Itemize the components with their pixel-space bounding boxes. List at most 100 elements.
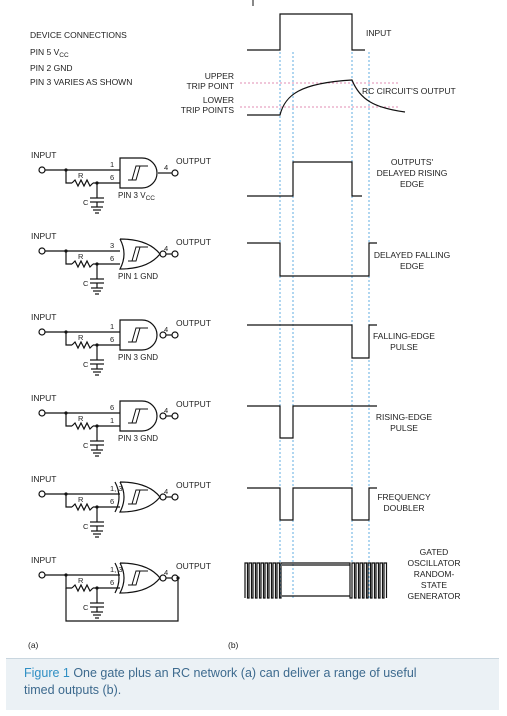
caption-figure-label: Figure 1 [24, 666, 70, 680]
pin3-note: PIN 3 VARIES AS SHOWN [30, 77, 132, 87]
wave-label: PULSE [390, 423, 418, 433]
output-label: OUTPUT [176, 318, 211, 328]
wave-label: DOUBLER [383, 503, 424, 513]
resistor [71, 259, 94, 269]
wave-label: DELAYED FALLING [374, 250, 450, 260]
pin-a-label: 1 [110, 322, 114, 331]
output-pin-label: 4 [164, 163, 168, 172]
output-label: OUTPUT [176, 237, 211, 247]
upper-label-2: TRIP POINT [186, 81, 234, 91]
input-label: INPUT [31, 312, 57, 322]
caption-line-2: timed outputs (b). [24, 683, 122, 697]
gate-xor-arc [114, 562, 120, 594]
gate-3 [119, 400, 167, 432]
output-waveform-2 [247, 324, 377, 359]
schmitt-symbol [128, 246, 148, 262]
input-terminal [38, 247, 46, 255]
output-pin-label: 4 [164, 406, 168, 415]
rc-output-label: RC CIRCUIT'S OUTPUT [362, 86, 456, 96]
resistor [71, 178, 94, 188]
gate-5 [114, 562, 167, 594]
pin-b-label: 6 [110, 335, 114, 344]
gate-0 [119, 157, 158, 189]
junction [176, 576, 180, 580]
resistor-label: R [78, 414, 84, 423]
resistor-label: R [78, 333, 84, 342]
schmitt-symbol [128, 165, 148, 181]
input-waveform [247, 13, 365, 51]
resistor-label: R [78, 171, 84, 180]
device-connections-heading: DEVICE CONNECTIONS [30, 30, 127, 40]
input-terminal [38, 490, 46, 498]
pin-note: PIN 3 GND [118, 434, 158, 443]
pin-note: PIN 3 GND [118, 353, 158, 362]
wave-label: GENERATOR [407, 591, 460, 601]
wave-label: STATE [421, 580, 447, 590]
capacitor-label: C [83, 441, 89, 450]
wave-label: DELAYED RISING [377, 168, 448, 178]
output-waveform-1 [247, 242, 377, 277]
input-terminal [38, 409, 46, 417]
gate-body [119, 157, 158, 189]
wave-label: EDGE [400, 261, 424, 271]
input-terminal [38, 166, 46, 174]
capacitor-label: C [83, 603, 89, 612]
capacitor-label: C [83, 279, 89, 288]
gate-1 [119, 238, 167, 270]
pin-b-label: 1 [110, 416, 114, 425]
gate-body [119, 562, 161, 594]
pin-note: PIN 1 GND [118, 272, 158, 281]
output-pin-label: 4 [164, 244, 168, 253]
input-label: INPUT [31, 555, 57, 565]
lower-label-1: LOWER [203, 95, 234, 105]
output-terminal [171, 169, 179, 177]
wave-label: RISING-EDGE [376, 412, 433, 422]
wave-label: FREQUENCY [377, 492, 431, 502]
lower-label-2: TRIP POINTS [181, 105, 235, 115]
wave-label: PULSE [390, 342, 418, 352]
output-pin-label: 4 [164, 568, 168, 577]
output-label: OUTPUT [176, 399, 211, 409]
caption-line-1: One gate plus an RC network (a) can deli… [69, 666, 417, 680]
pin-a-label: 1 [110, 160, 114, 169]
pin-b-label: 6 [110, 497, 114, 506]
gate-xor-arc [114, 481, 120, 513]
output-pin-label: 4 [164, 325, 168, 334]
pin5-note: PIN 5 VCC [30, 47, 69, 59]
output-terminal [171, 250, 179, 258]
gate-2 [119, 319, 167, 351]
output-terminal [171, 493, 179, 501]
pin2-note: PIN 2 GND [30, 63, 73, 73]
input-wave-label: INPUT [366, 28, 392, 38]
r-wire [65, 332, 72, 346]
resistor [71, 340, 94, 350]
input-label: INPUT [31, 231, 57, 241]
output-waveform-3 [247, 405, 377, 439]
resistor [71, 421, 94, 431]
resistor [71, 583, 94, 593]
r-wire [65, 575, 72, 589]
figure-caption: Figure 1 One gate plus an RC network (a)… [6, 658, 499, 710]
input-terminal [38, 571, 46, 579]
input-label: INPUT [31, 393, 57, 403]
output-pin-label: 4 [164, 487, 168, 496]
resistor [71, 502, 94, 512]
capacitor-label: C [83, 198, 89, 207]
output-label: OUTPUT [176, 156, 211, 166]
pin-b-label: 6 [110, 578, 114, 587]
schmitt-symbol [128, 408, 148, 424]
wave-label: FALLING-EDGE [373, 331, 435, 341]
r-wire [65, 494, 72, 508]
feedback-wire [65, 578, 179, 622]
output-waveform-4 [247, 487, 377, 521]
panel-label-a: (a) [28, 640, 39, 650]
wave-label: OUTPUTS' [391, 157, 434, 167]
wave-label: RANDOM- [414, 569, 455, 579]
input-terminal [38, 328, 46, 336]
gate-4 [114, 481, 167, 513]
panel-label-b: (b) [228, 640, 239, 650]
pin-a-label: 1, 3 [110, 484, 123, 493]
upper-label-1: UPPER [205, 71, 234, 81]
schmitt-symbol [128, 489, 148, 505]
input-label: INPUT [31, 474, 57, 484]
